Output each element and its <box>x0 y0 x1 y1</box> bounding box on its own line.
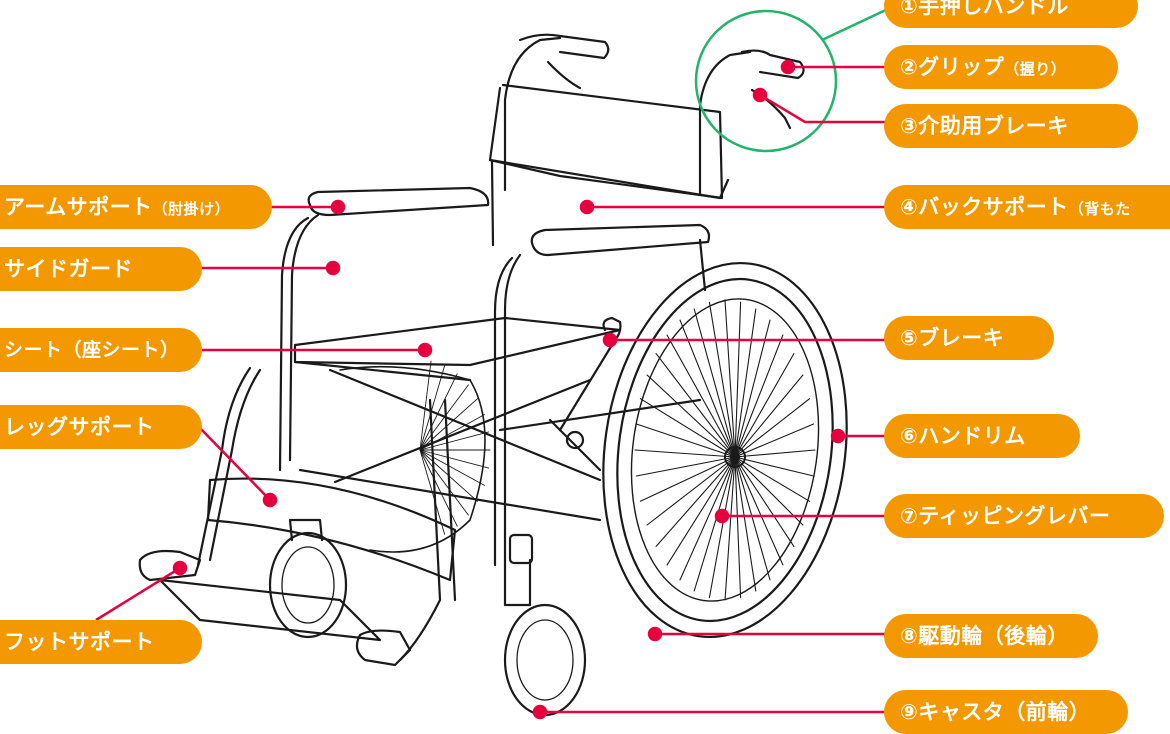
spoke <box>708 301 736 458</box>
label-attendant-brake-text: ③介助用ブレーキ <box>900 114 1069 138</box>
label-back-support: ④バックサポート（背もた <box>884 185 1170 229</box>
label-back-support-text: ④バックサポート <box>900 195 1069 219</box>
label-tipping-lever: ⑦ティッピングレバー <box>884 494 1164 538</box>
far-wheel-spoke <box>419 373 458 451</box>
spoke <box>734 456 757 592</box>
label-brake-text: ⑤ブレーキ <box>900 326 1005 350</box>
spoke <box>734 319 771 458</box>
far-wheel-spoke <box>419 449 490 469</box>
label-grip-text: ②グリップ <box>900 55 1005 79</box>
label-hand-rim: ⑥ハンドリム <box>884 414 1080 458</box>
label-side-guard-text: サイドガード <box>4 257 133 281</box>
spoke <box>734 456 771 581</box>
spoke <box>639 398 736 458</box>
label-caster: ⑨キャスタ（前輪） <box>884 690 1128 734</box>
spoke <box>693 308 736 458</box>
spoke <box>734 456 795 547</box>
spoke <box>646 374 736 458</box>
label-brake: ⑤ブレーキ <box>884 316 1054 360</box>
spoke <box>734 374 804 458</box>
label-side-guard: サイドガード <box>0 247 202 291</box>
far-wheel-spoke <box>419 449 469 516</box>
drive-wheel-spokes <box>634 299 816 601</box>
spoke <box>734 449 816 458</box>
label-drive-wheel-text: ⑧駆動輪（後輪） <box>900 624 1069 648</box>
spoke <box>734 456 815 477</box>
label-grip-sub: （握り） <box>1004 60 1067 78</box>
spoke <box>734 456 811 502</box>
spoke <box>655 456 736 547</box>
label-grip: ②グリップ（握り） <box>884 45 1118 89</box>
spoke <box>734 398 811 458</box>
label-seat: シート（座シート） <box>0 328 202 372</box>
spoke <box>679 456 736 581</box>
spoke <box>646 456 736 526</box>
spoke <box>679 319 736 458</box>
brake-lever <box>558 316 622 432</box>
label-arm-support-text: アームサポート <box>4 195 153 219</box>
spoke <box>734 423 815 458</box>
spoke <box>655 353 736 458</box>
label-push-handle: ①手押しハンドル <box>884 0 1138 28</box>
label-seat-text: シート（座シート） <box>4 339 180 361</box>
far-wheel-spoke <box>419 365 446 451</box>
label-push-handle-text: ①手押しハンドル <box>900 0 1069 18</box>
spoke <box>724 456 736 601</box>
spoke <box>734 353 795 458</box>
label-drive-wheel: ⑧駆動輪（後輪） <box>884 614 1098 658</box>
spoke <box>635 423 736 458</box>
leg-support-strap <box>206 477 457 582</box>
seat-fabric <box>293 316 622 367</box>
label-caster-text: ⑨キャスタ（前輪） <box>900 700 1091 724</box>
back-support-fabric <box>488 83 724 200</box>
spoke <box>734 334 784 458</box>
far-wheel-spoke <box>419 449 485 486</box>
spoke <box>708 456 736 599</box>
spoke <box>734 456 804 526</box>
spoke <box>734 308 757 458</box>
left-arm-pad <box>307 186 490 217</box>
spoke <box>734 456 784 566</box>
caster-left <box>268 531 348 639</box>
foot-plate-right <box>355 629 412 667</box>
far-wheel-spoke <box>419 398 478 451</box>
label-foot-support: フットサポート <box>0 620 202 664</box>
label-arm-support-sub: （肘掛け） <box>152 200 231 218</box>
label-leg-support: レッグサポート <box>0 405 202 449</box>
drive-wheel-handrim <box>616 277 834 623</box>
right-arm-pad <box>530 223 711 257</box>
label-back-support-sub: （背もた <box>1068 200 1131 218</box>
spoke <box>634 449 736 458</box>
label-attendant-brake: ③介助用ブレーキ <box>884 104 1138 148</box>
label-arm-support: アームサポート（肘掛け） <box>0 185 272 229</box>
leader-lines <box>95 59 892 720</box>
label-leg-support-text: レッグサポート <box>4 415 155 439</box>
foot-plate-left <box>138 549 202 582</box>
label-hand-rim-text: ⑥ハンドリム <box>900 424 1026 448</box>
left-push-handle <box>503 36 562 192</box>
spoke <box>666 456 736 566</box>
label-foot-support-text: フットサポート <box>4 630 155 654</box>
spoke <box>734 301 742 458</box>
right-push-handle <box>698 50 752 197</box>
spoke <box>724 299 736 458</box>
spoke <box>635 456 736 477</box>
spoke <box>693 456 736 592</box>
spoke <box>666 334 736 458</box>
handle-highlight-ring <box>694 9 838 153</box>
spoke <box>639 456 736 502</box>
drive-wheel-tire <box>602 261 848 639</box>
spoke <box>734 456 742 599</box>
label-tipping-lever-text: ⑦ティッピングレバー <box>900 504 1111 528</box>
